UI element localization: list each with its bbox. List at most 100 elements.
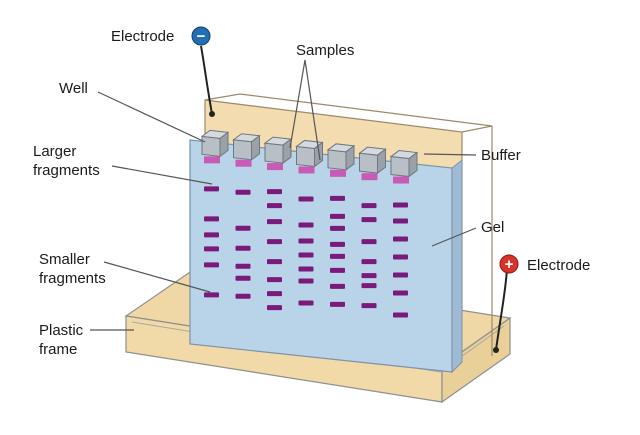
well-block-side (282, 138, 292, 165)
positive-electrode-symbol: + (505, 256, 514, 273)
dna-band (235, 275, 251, 281)
well-block (296, 145, 315, 168)
well-block-side (345, 144, 355, 171)
larger-fragments-leader (111, 165, 213, 185)
dna-band (330, 283, 345, 289)
sample (204, 156, 220, 164)
sample (235, 159, 252, 167)
negative-electrode-icon (191, 26, 211, 46)
label-well: Well (59, 80, 88, 97)
dna-band (361, 203, 377, 209)
dna-bands (204, 186, 408, 318)
well-block (264, 142, 284, 164)
dna-band (330, 301, 345, 307)
smaller-fragments-leader (103, 261, 211, 293)
gel-leader (431, 227, 477, 247)
leader-lines (90, 59, 477, 331)
dna-band (235, 225, 251, 231)
samples-leader-1 (289, 59, 306, 149)
buffer-leader (423, 153, 477, 156)
negative-electrode-symbol: − (197, 28, 206, 45)
sample (330, 169, 346, 177)
label-larger-fragments-2: fragments (33, 162, 100, 179)
dna-band (267, 239, 282, 245)
dna-band (361, 259, 377, 265)
buffer-front-outline (204, 93, 493, 133)
dna-band (267, 203, 282, 209)
dna-band (393, 272, 408, 278)
well-block (390, 155, 410, 178)
label-smaller-fragments-1: Smaller (39, 251, 90, 268)
dna-band (204, 186, 219, 192)
dna-band (204, 292, 219, 298)
dna-band (204, 232, 219, 238)
well-block-side (251, 134, 260, 161)
dna-band (361, 283, 377, 289)
dna-band (330, 253, 345, 259)
positive-electrode-icon (499, 254, 519, 274)
well-block (233, 139, 252, 161)
label-electrode-positive: Electrode (527, 257, 591, 274)
label-larger-fragments-1: Larger (33, 143, 77, 160)
well-block-side (377, 148, 386, 175)
well-block (327, 149, 347, 171)
gel-slab (189, 139, 453, 373)
label-samples: Samples (296, 42, 355, 59)
dna-band (361, 239, 377, 245)
dna-band (361, 217, 377, 223)
dna-band (330, 241, 345, 247)
dna-band (330, 267, 345, 273)
plastic-frame-side (441, 316, 511, 404)
dna-band (267, 219, 282, 225)
negative-electrode-tip (209, 111, 215, 117)
negative-electrode-wire (200, 45, 213, 115)
dna-band (393, 236, 408, 242)
dna-band (267, 189, 282, 195)
well-block-side (219, 131, 229, 158)
well-block-side (408, 151, 418, 178)
dna-band (298, 222, 314, 228)
dna-band (267, 277, 282, 283)
positive-electrode-wire (495, 267, 508, 351)
dna-band (267, 259, 282, 265)
well-block (359, 152, 378, 174)
dna-band (393, 254, 408, 260)
well-blocks (200, 129, 419, 184)
dna-band (298, 238, 314, 244)
well-block-side (314, 141, 323, 168)
dna-band (204, 216, 219, 222)
label-buffer: Buffer (481, 147, 521, 164)
dna-band (393, 202, 408, 208)
gel-slab-side (451, 158, 463, 374)
dna-band (235, 293, 251, 299)
dna-band (330, 225, 345, 231)
positive-electrode-tip (493, 347, 499, 353)
dna-band (235, 245, 251, 251)
label-plastic-frame-1: Plastic (39, 322, 84, 339)
dna-band (235, 189, 251, 195)
sample (361, 173, 378, 181)
dna-band (204, 262, 219, 268)
dna-band (235, 263, 251, 269)
samples-leader-2 (304, 59, 321, 161)
dna-band (393, 312, 408, 318)
well-leader (97, 91, 206, 143)
dna-band (298, 266, 314, 272)
dna-band (204, 246, 219, 252)
dna-band (361, 303, 377, 309)
dna-band (393, 290, 408, 296)
dna-band (267, 291, 282, 297)
sample (298, 166, 315, 174)
dna-band (330, 195, 345, 201)
label-smaller-fragments-2: fragments (39, 270, 106, 287)
label-electrode-negative: Electrode (111, 28, 175, 45)
dna-band (298, 252, 314, 258)
dna-band (267, 305, 282, 311)
sample (267, 163, 283, 171)
dna-band (361, 273, 377, 279)
dna-band (330, 213, 345, 219)
dna-band (393, 218, 408, 224)
dna-band (298, 300, 314, 306)
sample (393, 176, 409, 184)
